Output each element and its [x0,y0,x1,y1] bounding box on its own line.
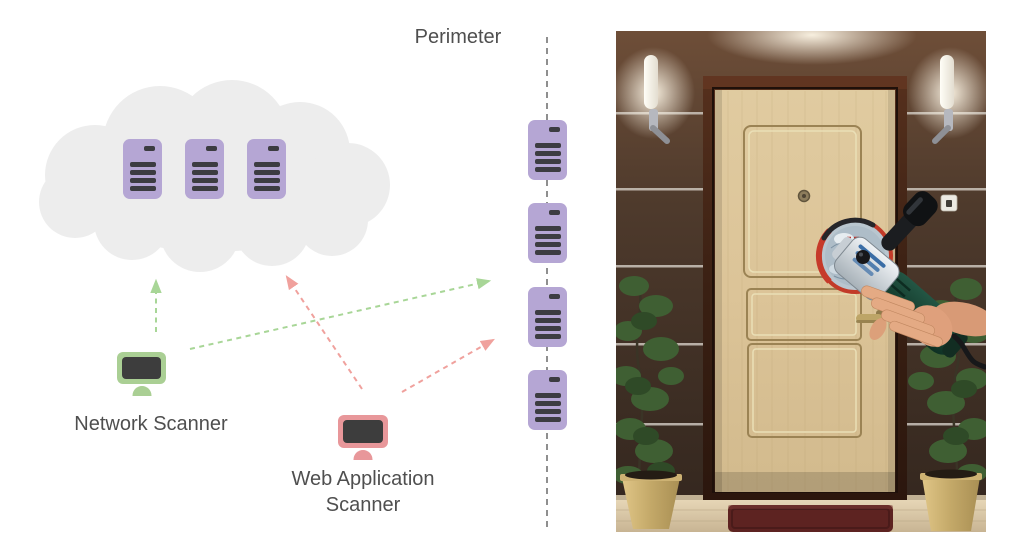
spindle-highlight [859,252,863,257]
monitor-stand [353,450,373,460]
grinder-side-handle [881,191,938,251]
server-icon [528,120,567,180]
hand-and-arm [861,285,986,348]
web-app-scanner-label-line2: Scanner [325,494,401,516]
monitor-stand [132,386,151,396]
power-cable [951,333,986,370]
monitor-screen [122,357,161,379]
security-scanning-diagram: Perimeter Network Scanner Web Applicatio… [39,26,567,531]
doormat [728,505,893,532]
light-switch [940,194,958,212]
web-app-scanner-label: Web Application Scanner [263,466,463,518]
spindle-nut [856,250,870,264]
network-scanner-icon [117,352,166,396]
server-icon [123,139,162,199]
door-grinder-photo [616,31,986,532]
arrow-network-to-perimeter [189,278,492,350]
web-app-scanner-icon [338,415,388,460]
ceiling-light-glow [707,31,917,65]
arrow-webapp-to-cloud [285,275,363,390]
network-scanner-label: Network Scanner [74,413,228,435]
server-icon [247,139,286,199]
left-pot [620,470,682,529]
left-sconce-lamp [616,47,695,144]
right-pot [920,469,982,531]
scan-arrows [150,275,495,393]
angle-grinder [815,191,986,370]
peephole [797,189,811,203]
server-icon [528,203,567,263]
perimeter-label: Perimeter [414,26,502,48]
left-plant [616,276,684,529]
right-sconce-lamp [908,47,986,144]
web-app-scanner-label-line1: Web Application [291,468,435,490]
monitor-screen [343,420,383,443]
server-icon [528,370,567,430]
server-icon [185,139,224,199]
arrow-webapp-to-perimeter [401,338,495,393]
disc-guard [821,217,876,241]
server-icon [528,287,567,347]
